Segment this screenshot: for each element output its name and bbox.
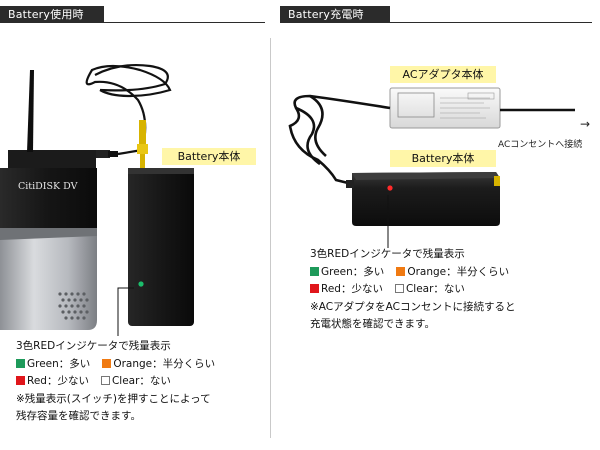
charging-line4: ※ACアダプタをACコンセントに接続すると xyxy=(310,300,516,313)
right-cable xyxy=(288,94,575,186)
ac-outlet-label: ACコンセントへ接続 xyxy=(498,140,583,150)
charging-line1: 3色REDインジケータで残量表示 xyxy=(310,248,465,260)
red-square-icon xyxy=(16,376,25,385)
section-tab-charging: Battery充電時 xyxy=(280,6,390,23)
ac-adapter xyxy=(389,87,501,129)
orange-square-icon xyxy=(102,358,112,368)
section-title-in-use: Battery使用時 xyxy=(8,8,84,21)
in-use-line1: 3色REDインジケータで残量表示 xyxy=(16,340,171,352)
label-battery-body-right: Battery本体 xyxy=(390,150,496,167)
clear-square-icon xyxy=(394,284,404,293)
arrow-icon: → xyxy=(580,117,591,131)
in-use-line4: ※残量表示(スイッチ)を押すことによって xyxy=(16,392,211,405)
section-title-charging: Battery充電時 xyxy=(288,8,364,21)
section-tab-in-use: Battery使用時 xyxy=(0,6,104,23)
green-square-icon xyxy=(310,266,319,276)
orange-square-icon xyxy=(396,266,406,276)
label-battery-body-left: Battery本体 xyxy=(162,148,256,165)
left-cable xyxy=(85,63,172,156)
section-rule-in-use xyxy=(0,22,265,23)
citidisk-brand: CitiDISK DV xyxy=(18,181,78,192)
citidisk-device xyxy=(0,70,118,330)
charging-line5: 充電状態を確認できます。 xyxy=(310,318,435,330)
label-ac-adapter: ACアダプタ本体 xyxy=(390,66,496,83)
green-square-icon xyxy=(16,358,25,368)
clear-square-icon xyxy=(100,376,110,385)
red-square-icon xyxy=(310,284,319,293)
left-battery xyxy=(128,168,194,326)
section-rule-charging xyxy=(280,22,592,23)
in-use-line5: 残存容量を確認できます。 xyxy=(16,410,141,422)
section-divider xyxy=(270,38,271,438)
right-battery xyxy=(346,172,500,226)
